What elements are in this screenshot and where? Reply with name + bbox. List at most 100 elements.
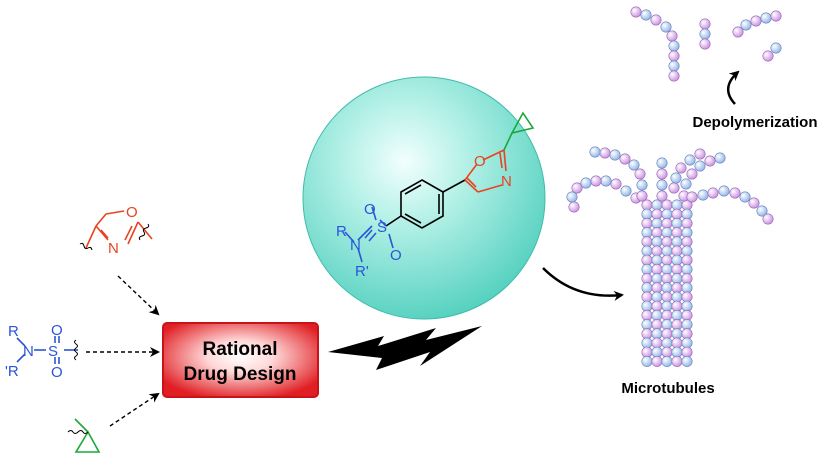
tubulin-bead-beta (566, 191, 578, 203)
tubulin-bead-alpha (641, 236, 653, 248)
microtubules-label: Microtubules (621, 380, 714, 397)
tubulin-bead-beta (641, 245, 653, 257)
tubulin-bead-beta (600, 175, 612, 187)
tubulin-bead-beta (684, 154, 696, 166)
tubulin-bead-beta (641, 300, 653, 312)
fragment-sulfonamide-squiggle (74, 339, 78, 361)
tubulin-bead-alpha (610, 178, 622, 190)
tubulin-bead-beta (671, 217, 683, 229)
tubulin-bead-beta (760, 12, 772, 24)
tubulin-bead-beta (671, 328, 683, 340)
rational-drug-design-box (162, 322, 319, 398)
tubulin-bead-beta (680, 178, 692, 190)
tubulin-bead-alpha (630, 6, 642, 18)
tubulin-bead-beta (661, 319, 673, 331)
tubulin-bead-alpha (699, 18, 711, 30)
tubulin-bead-alpha (681, 291, 693, 303)
tubulin-bead-alpha (681, 273, 693, 285)
tubulin-bead-beta (641, 319, 653, 331)
curved-arrow-to-microtubules (542, 267, 624, 301)
tubulin-bead-alpha (641, 346, 653, 358)
tubulin-bead-alpha (686, 191, 698, 203)
tubulin-bead-alpha (650, 14, 662, 26)
tubulin-bead-alpha (590, 175, 602, 187)
tubulin-bead-beta (651, 309, 663, 321)
tubulin-bead-alpha (681, 346, 693, 358)
tubulin-bead-beta (681, 208, 693, 220)
tubulin-bead-beta (641, 227, 653, 239)
tubulin-bead-beta (661, 245, 673, 257)
tubulin-bead-alpha (661, 217, 673, 229)
tubulin-bead-alpha (668, 182, 680, 194)
depolymerization-label: Depolymerization (692, 114, 817, 131)
tubulin-bead-beta (681, 300, 693, 312)
tubulin-bead-beta (756, 205, 768, 217)
fragment-oxazole-squiggle-right (138, 223, 150, 241)
tubulin-bead-beta (661, 355, 673, 367)
tubulin-bead-alpha (641, 273, 653, 285)
tubulin-bead-alpha (641, 217, 653, 229)
tubulin-bead-beta (656, 157, 668, 169)
tubulin-bead-beta (661, 227, 673, 239)
tubulin-bead-beta (668, 40, 680, 52)
tubulin-bead-alpha (671, 227, 683, 239)
tubulin-bead-alpha (699, 38, 711, 50)
cyclopropyl-group (503, 111, 535, 151)
tubulin-bead-beta (651, 291, 663, 303)
tubulin-bead-alpha (694, 148, 706, 160)
tubulin-bead-alpha (651, 337, 663, 349)
tubulin-bead-alpha (661, 346, 673, 358)
tubulin-bead-beta (651, 273, 663, 285)
tubulin-bead-beta (640, 9, 652, 21)
tubulin-bead-beta (718, 185, 730, 197)
tubulin-bead-alpha (661, 273, 673, 285)
tubulin-bead-beta (580, 177, 592, 189)
tubulin-bead-alpha (661, 254, 673, 266)
benzene-ring (385, 179, 466, 229)
tubulin-bead-beta (661, 282, 673, 294)
free-tubulin-dimers (630, 6, 782, 82)
fragment-oxygen-bottom: O (51, 364, 63, 381)
tubulin-bead-alpha (571, 182, 583, 194)
tubulin-bead-alpha (750, 15, 762, 27)
tubulin-bead-beta (681, 227, 693, 239)
fragment-oxazole (85, 210, 153, 249)
tubulin-bead-beta (661, 208, 673, 220)
tubulin-bead-alpha (661, 199, 673, 211)
tubulin-bead-alpha (681, 254, 693, 266)
tubulin-bead-beta (681, 263, 693, 275)
box-label-line2: Drug Design (184, 364, 297, 385)
tubulin-bead-alpha (668, 50, 680, 62)
tubulin-bead-alpha (651, 263, 663, 275)
tubulin-bead-beta (651, 217, 663, 229)
tubulin-bead-alpha (671, 337, 683, 349)
fragment-r-top: R (8, 323, 19, 340)
tubulin-bead-beta (681, 355, 693, 367)
tubulin-bead-beta (671, 346, 683, 358)
dashed-arrow-cyclopropyl (109, 392, 160, 427)
curved-arrow-depolymerization (727, 70, 740, 105)
tubulin-bead-beta (671, 199, 683, 211)
sulfur-atom: S (377, 219, 387, 236)
tubulin-bead-alpha (668, 70, 680, 82)
tubulin-bead-beta (681, 245, 693, 257)
tubulin-bead-beta (694, 160, 706, 172)
tubulin-bead-beta (641, 355, 653, 367)
tubulin-bead-alpha (732, 26, 744, 38)
tubulin-bead-alpha (656, 168, 668, 180)
tubulin-bead-alpha (729, 187, 741, 199)
tubulin-bead-alpha (651, 282, 663, 294)
tubulin-bead-beta (681, 319, 693, 331)
oxazole-oxygen: O (474, 153, 486, 170)
tubulin-bead-alpha (671, 319, 683, 331)
fragment-nitrogen: N (23, 343, 34, 360)
tubulin-bead-alpha (748, 197, 760, 209)
tubulin-bead-alpha (675, 162, 687, 174)
fragment-r-bottom: 'R (5, 363, 19, 380)
tubulin-bead-beta (628, 159, 640, 171)
oxazole-nitrogen: N (501, 173, 512, 190)
tubulin-bead-beta (740, 19, 752, 31)
tubulin-bead-beta (589, 146, 601, 158)
tubulin-bead-alpha (651, 208, 663, 220)
